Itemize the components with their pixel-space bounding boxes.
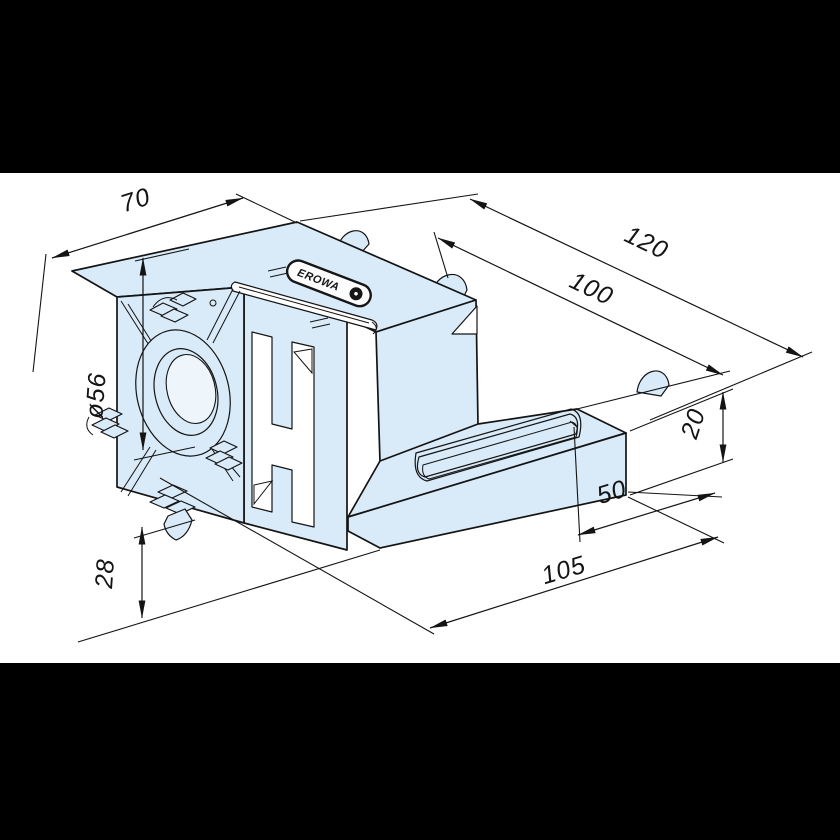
svg-text:100: 100 [565,267,617,312]
tick-marks-right [309,317,331,329]
pin-cluster-left [86,407,129,439]
boss-rear-right [636,370,670,397]
slot-hole [416,413,579,478]
foot-slot [414,408,582,482]
top-groove-hook [371,321,377,335]
svg-text:70: 70 [117,183,154,219]
chuck-bore [165,353,217,425]
h-groove-triangle-top [293,348,313,375]
dimension-28: 28 [77,519,381,643]
cad-drawing: EROWA [32,183,813,643]
pin-cluster-top [149,292,197,323]
chuck-face-details [86,288,243,541]
dimension-100: 100 [433,231,731,410]
svg-text:120: 120 [620,221,672,266]
dimension-56: ø56 [80,248,196,461]
svg-text:ø56: ø56 [80,371,111,419]
h-groove-triangle-bottom [253,480,274,506]
erowa-logo: EROWA [285,259,372,308]
top-groove-inner-line [238,286,370,324]
slot-rim [414,408,582,482]
drawing-sheet: EROWA [0,173,840,663]
tick-marks-left [267,266,289,278]
side-face-h-groove [251,331,315,528]
pin-cluster-right [205,440,243,471]
h-groove [251,331,315,528]
slot-end-mark [569,420,578,428]
svg-text:105: 105 [538,551,589,591]
top-face-details: EROWA [230,259,378,335]
foot-front-face [347,432,627,549]
screw-dot-2 [209,299,217,307]
svg-text:28: 28 [90,558,120,591]
slot-bottom [422,421,578,480]
dimension-20: 20 [629,388,734,496]
logo-mark-dot-icon [354,291,358,296]
